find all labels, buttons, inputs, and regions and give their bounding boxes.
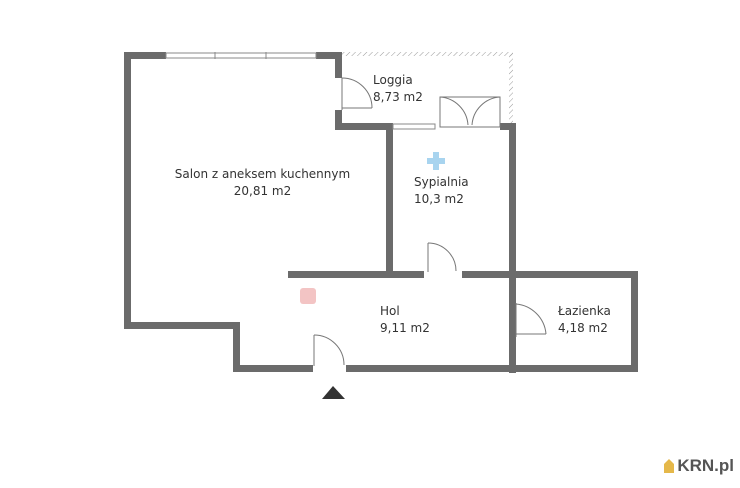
room-name: Łazienka [558,304,611,318]
room-name: Sypialnia [414,175,469,189]
entrance-arrow-icon [322,386,345,399]
walls [124,52,638,373]
plus-icon [427,152,445,170]
room-area: 9,11 m2 [380,321,430,335]
krn-logo: KRN.pl [663,456,734,476]
room-name: Loggia [373,73,413,87]
windows [165,52,436,130]
room-hol: Hol 9,11 m2 [380,303,450,337]
room-area: 10,3 m2 [414,192,464,206]
room-lazienka: Łazienka 4,18 m2 [558,303,628,337]
loggia-railing-right [509,52,513,128]
room-name: Hol [380,304,400,318]
logo-text: KRN.pl [677,456,734,475]
room-salon: Salon z aneksem kuchennym 20,81 m2 [170,166,355,200]
room-area: 4,18 m2 [558,321,608,335]
doors [313,77,547,366]
watermark-square [300,288,316,304]
loggia-railing-top [338,52,513,56]
house-icon [664,459,675,473]
room-area: 20,81 m2 [233,184,292,198]
room-name: Salon z aneksem kuchennym [174,167,351,181]
room-area: 8,73 m2 [373,90,423,104]
room-loggia: Loggia 8,73 m2 [373,72,443,106]
room-sypialnia: Sypialnia 10,3 m2 [414,174,484,208]
